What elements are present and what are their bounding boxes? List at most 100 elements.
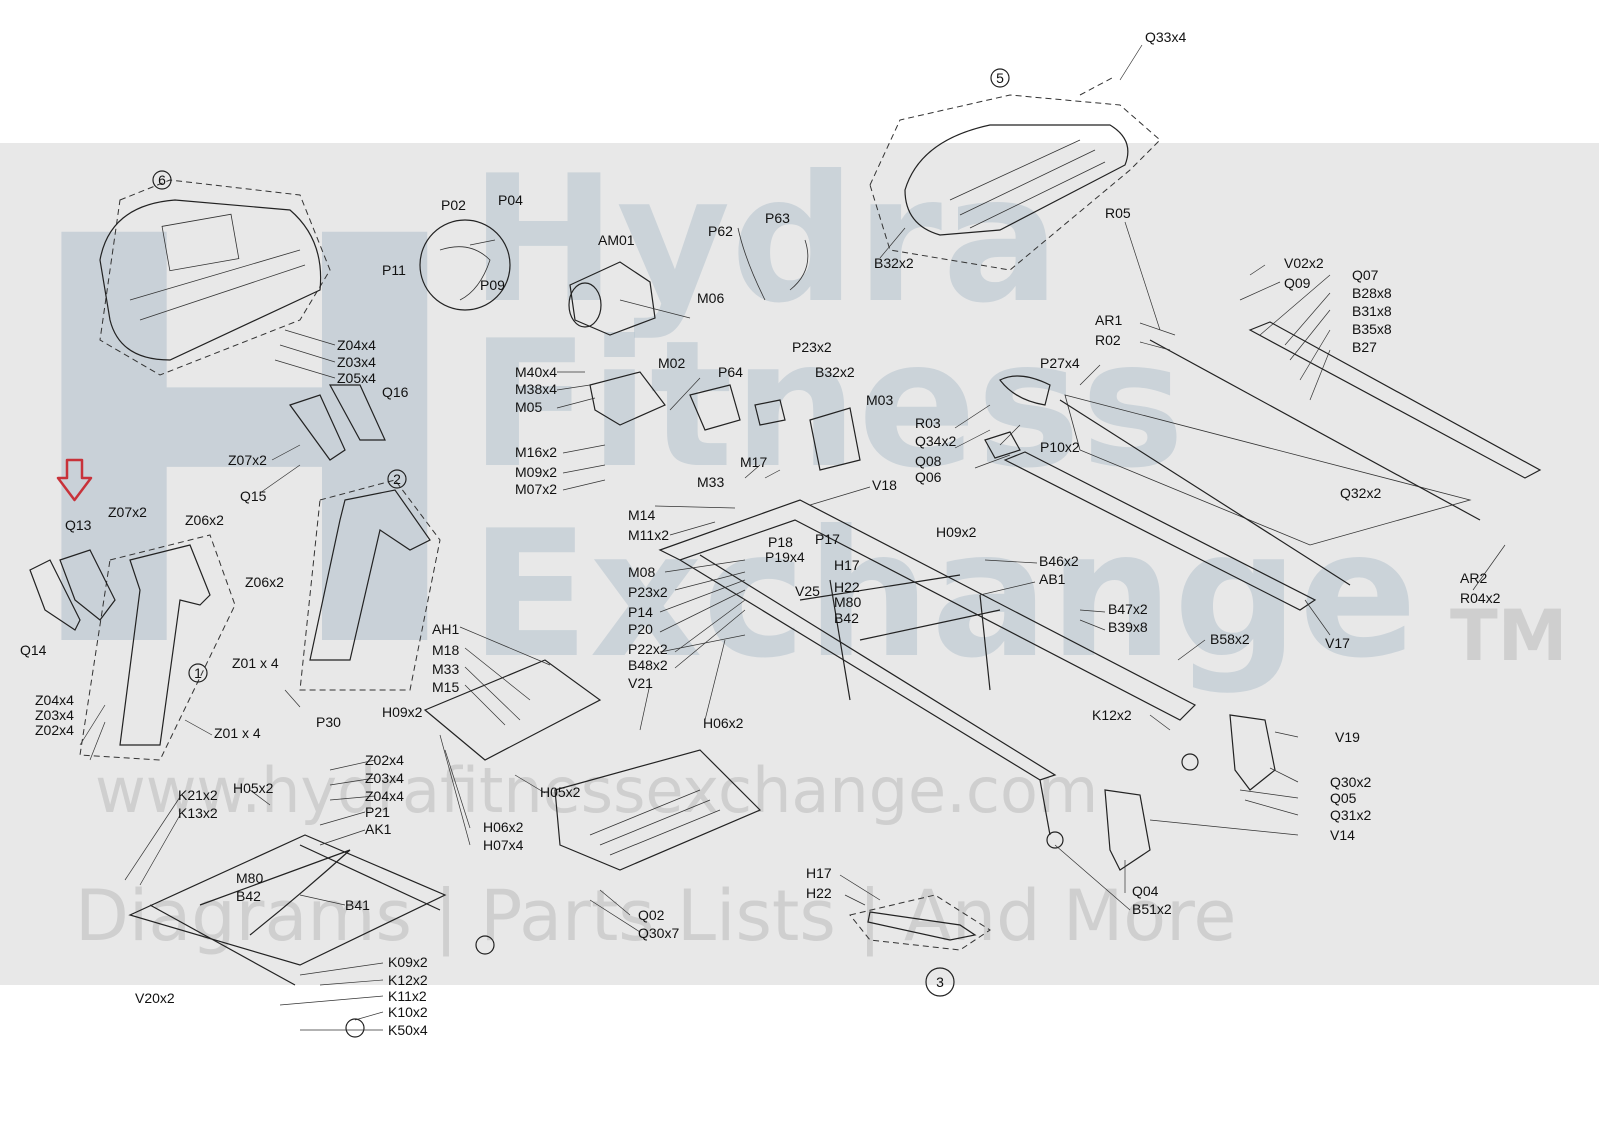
label-Q06: Q06 [915,469,942,485]
highlight-arrow [56,458,93,502]
label-P30: P30 [316,714,341,730]
label-Q05: Q05 [1330,790,1357,806]
right-upright-drawing [299,469,441,691]
assembly-number-1: 1 [194,665,202,681]
label-B42-frame: B42 [834,610,859,626]
label-M33-incline: M33 [432,661,459,677]
label-H05x2-base: H05x2 [233,780,274,796]
handrail-covers-drawing [29,384,386,631]
assembly-callout-5 [990,68,1010,88]
watermark-trademark: TM [1450,595,1567,677]
label-M38x4: M38x4 [515,381,557,397]
label-R03: R03 [915,415,941,431]
label-M40x4: M40x4 [515,364,557,380]
label-V19: V19 [1335,729,1360,745]
label-H17-frame: H17 [834,557,860,573]
label-H05x2-incline: H05x2 [540,784,581,800]
label-Z04x4-console: Z04x4 [337,337,376,353]
label-Q32x2: Q32x2 [1340,485,1381,501]
label-M15: M15 [432,679,459,695]
label-M03: M03 [866,392,893,408]
label-Q30x7: Q30x7 [638,925,679,941]
watermark-logo-letter: H [10,121,479,773]
drive-motor-drawing [568,227,809,336]
label-AR1: AR1 [1095,312,1122,328]
label-Q09: Q09 [1284,275,1311,291]
label-V18: V18 [872,477,897,493]
label-P22x2: P22x2 [628,641,668,657]
label-Z04x4-base: Z04x4 [365,788,404,804]
label-Q15: Q15 [240,488,267,504]
label-P21: P21 [365,804,390,820]
label-P14: P14 [628,604,653,620]
label-P11: P11 [382,262,406,278]
incline-link-drawing [849,894,991,997]
label-P02: P02 [441,197,466,213]
label-K13x2: K13x2 [178,805,218,821]
label-Q31x2: Q31x2 [1330,807,1371,823]
label-P63: P63 [765,210,790,226]
label-P23x2-controller: P23x2 [792,339,832,355]
label-M06: M06 [697,290,724,306]
label-AK1: AK1 [365,821,392,837]
label-H06x2-incline: H06x2 [483,819,524,835]
label-B35x8: B35x8 [1352,321,1392,337]
label-AH1: AH1 [432,621,459,637]
main-frame-drawing [658,499,1197,836]
label-K21x2: K21x2 [178,787,218,803]
label-B51x2: B51x2 [1132,901,1172,917]
watermark-url: www.hydrafitnessexchange.com [95,754,1098,827]
label-Z03x4-base: Z03x4 [365,770,404,786]
label-Z06x2-left: Z06x2 [185,512,224,528]
label-Q08: Q08 [915,453,942,469]
label-B39x8: B39x8 [1108,619,1148,635]
label-H22-link: H22 [806,885,832,901]
label-B47x2: B47x2 [1108,601,1148,617]
label-M80-frame: M80 [834,594,861,610]
assembly-number-6: 6 [158,172,166,188]
label-M18: M18 [432,642,459,658]
label-M08: M08 [628,564,655,580]
label-V17: V17 [1325,635,1350,651]
label-R05: R05 [1105,205,1131,221]
label-Z03x4-console: Z03x4 [337,354,376,370]
assembly-callout-6 [152,170,172,190]
incline-frame-drawing [423,659,762,871]
wiring-detail-drawing [419,219,511,311]
label-Z01x4-lower: Z01 x 4 [214,725,261,741]
console-drawing [99,170,331,376]
label-P17: P17 [815,531,840,547]
label-M80-base: M80 [236,870,263,886]
label-M11x2: M11x2 [628,527,669,543]
watermark: H Hydra Fitness Exchange TM www.hydrafit… [10,121,1567,957]
label-Z05x4: Z05x4 [337,370,376,386]
label-V14: V14 [1330,827,1355,843]
label-AM01: AM01 [598,232,635,248]
label-B42-base: B42 [236,888,261,904]
assembly-callout-numbers: 5 6 1 2 3 [158,70,1004,990]
label-Q30x2: Q30x2 [1330,774,1371,790]
label-B28x8: B28x8 [1352,285,1392,301]
label-H07x4: H07x4 [483,837,524,853]
assembly-number-3: 3 [936,974,944,990]
assembly-callout-3 [925,967,955,997]
label-Z04x4-upright: Z04x4 [35,692,74,708]
watermark-band [0,143,1599,985]
label-R04x2: R04x2 [1460,590,1501,606]
label-M33-controller: M33 [697,474,724,490]
label-P27x4: P27x4 [1040,355,1080,371]
assembly-number-5: 5 [996,70,1004,86]
label-H17-link: H17 [806,865,832,881]
label-Q34x2: Q34x2 [915,433,956,449]
label-Q02: Q02 [638,907,665,923]
label-R02: R02 [1095,332,1121,348]
label-Z02x4-base: Z02x4 [365,752,404,768]
label-Z01x4-upper: Z01 x 4 [232,655,279,671]
label-Z07x2-upper: Z07x2 [228,452,267,468]
label-H22-frame: H22 [834,579,860,595]
label-M05: M05 [515,399,542,415]
label-B31x8: B31x8 [1352,303,1392,319]
label-B46x2: B46x2 [1039,553,1079,569]
